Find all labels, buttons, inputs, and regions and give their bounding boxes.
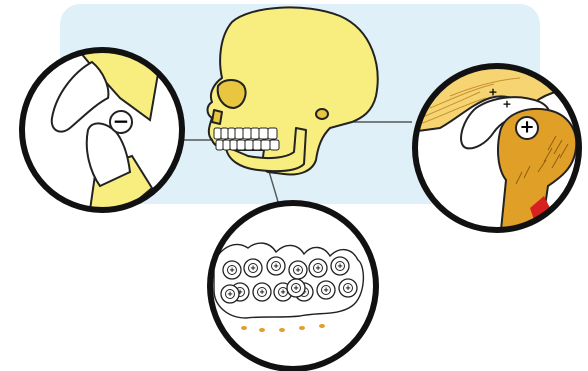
bone-cell: + xyxy=(287,279,305,297)
inset-bone-cells: ++++++++++++++ xyxy=(210,203,376,369)
cell-dot xyxy=(259,328,265,332)
bone-cell: + xyxy=(339,279,357,297)
bone-cell-sign: + xyxy=(315,264,321,272)
bone-cell-sign: + xyxy=(227,290,233,298)
bone-cell: + xyxy=(244,259,262,277)
bone-cell-sign: + xyxy=(323,286,329,294)
bone-cell-sign: + xyxy=(295,266,301,274)
cell-dot xyxy=(319,324,325,328)
bone-cell-sign: + xyxy=(345,284,351,292)
bone-cell-sign: + xyxy=(337,262,343,270)
skull-nasal xyxy=(212,110,222,124)
bone-cell: + xyxy=(331,257,349,275)
bone-cell: + xyxy=(267,257,285,275)
bone-cell: + xyxy=(253,283,271,301)
cell-dot xyxy=(299,326,305,330)
bone-cell-sign: + xyxy=(280,288,286,296)
bone-cell: + xyxy=(221,285,239,303)
plus-sign: + xyxy=(519,117,534,138)
small-plus-sign-2: + xyxy=(502,98,511,111)
bone-cell: + xyxy=(223,261,241,279)
bone-cell-sign: + xyxy=(293,284,299,292)
cell-dot xyxy=(241,326,247,330)
bone-cell-sign: + xyxy=(259,288,265,296)
bone-cell-sign: + xyxy=(273,262,279,270)
skull-teeth xyxy=(214,128,279,150)
bone-cell: + xyxy=(317,281,335,299)
bone-cell-sign: + xyxy=(229,266,235,274)
cell-dot xyxy=(279,328,285,332)
skull-ear xyxy=(316,109,328,119)
bone-cell-sign: + xyxy=(250,264,256,272)
bone-cell: + xyxy=(289,261,307,279)
small-plus-sign-1: + xyxy=(488,86,497,99)
minus-sign: − xyxy=(113,109,130,133)
bone-cell: + xyxy=(309,259,327,277)
